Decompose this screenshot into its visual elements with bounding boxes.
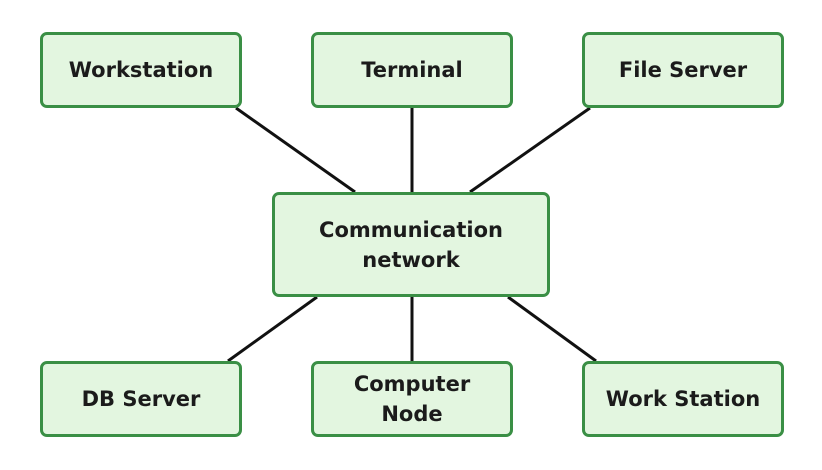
edge-work-station-hub	[507, 295, 597, 363]
edge-file-server-hub	[469, 106, 591, 194]
node-terminal: Terminal	[311, 32, 513, 108]
node-workstation: Workstation	[40, 32, 242, 108]
node-work-station: Work Station	[582, 361, 784, 437]
node-computer-node: Computer Node	[311, 361, 513, 437]
node-file-server: File Server	[582, 32, 784, 108]
edge-workstation-hub	[235, 106, 356, 194]
node-db-server: DB Server	[40, 361, 242, 437]
edge-db-server-hub	[227, 295, 318, 363]
node-communication-network: Communication network	[272, 192, 550, 297]
